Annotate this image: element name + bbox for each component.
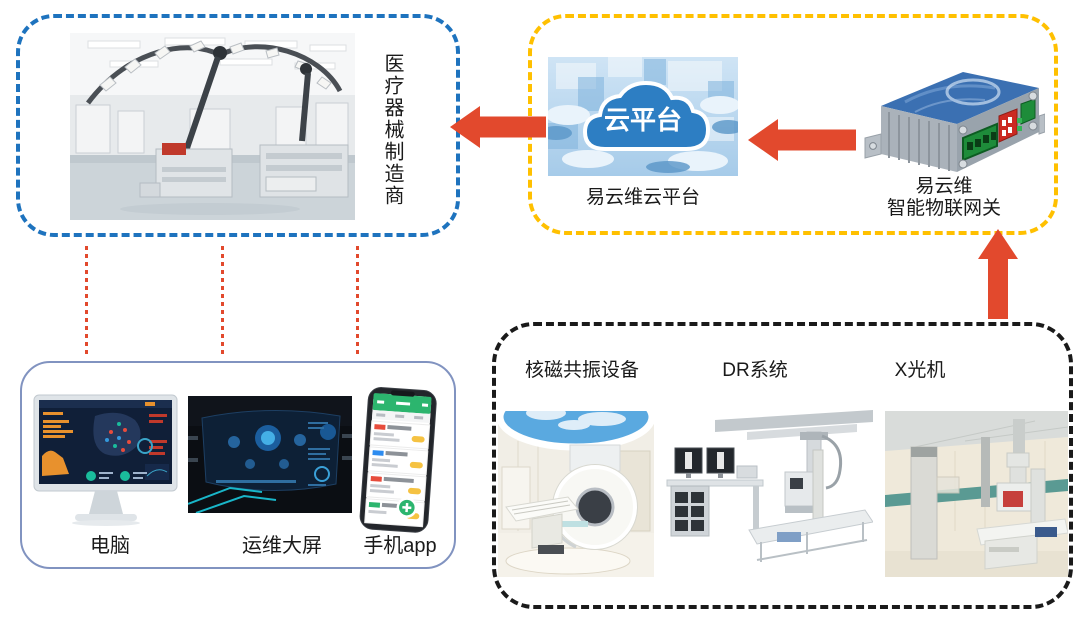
arrow-devices-to-gateway xyxy=(978,229,1018,319)
dotted-connector-right xyxy=(356,246,359,356)
bigscreen-image xyxy=(188,396,352,513)
xray-label: X光机 xyxy=(894,360,946,381)
gateway-caption-line1: 易云维 xyxy=(915,176,973,197)
cloud-platform-image: 云平台 xyxy=(548,57,738,176)
manufacturer-label: 医疗器械制造商 xyxy=(381,52,403,207)
cloud-badge: 云平台 xyxy=(604,105,682,135)
xray-image xyxy=(885,411,1068,577)
factory-image xyxy=(70,33,355,220)
computer-label: 电脑 xyxy=(90,535,130,557)
arrow-gateway-to-cloud xyxy=(748,119,856,161)
dr-image xyxy=(657,410,873,574)
bigscreen-label: 运维大屏 xyxy=(242,535,322,557)
phone-image xyxy=(358,386,442,538)
cloud-icon xyxy=(582,80,711,151)
mri-label: 核磁共振设备 xyxy=(524,360,639,381)
dr-label: DR系统 xyxy=(722,360,788,381)
dotted-connector-middle xyxy=(221,246,224,356)
gateway-image xyxy=(845,60,1045,178)
devices-box xyxy=(492,322,1073,609)
gateway-caption: 易云维 智能物联网关 xyxy=(828,176,1060,220)
gateway-caption-line2: 智能物联网关 xyxy=(886,198,1001,219)
mri-image xyxy=(498,411,654,577)
clients-box xyxy=(20,361,456,569)
dotted-connector-left xyxy=(85,246,88,356)
computer-image xyxy=(33,394,178,526)
cloud-caption: 易云维云平台 xyxy=(585,187,700,208)
arrow-cloud-to-manufacturer xyxy=(450,106,546,148)
phone-label: 手机app xyxy=(363,535,437,557)
